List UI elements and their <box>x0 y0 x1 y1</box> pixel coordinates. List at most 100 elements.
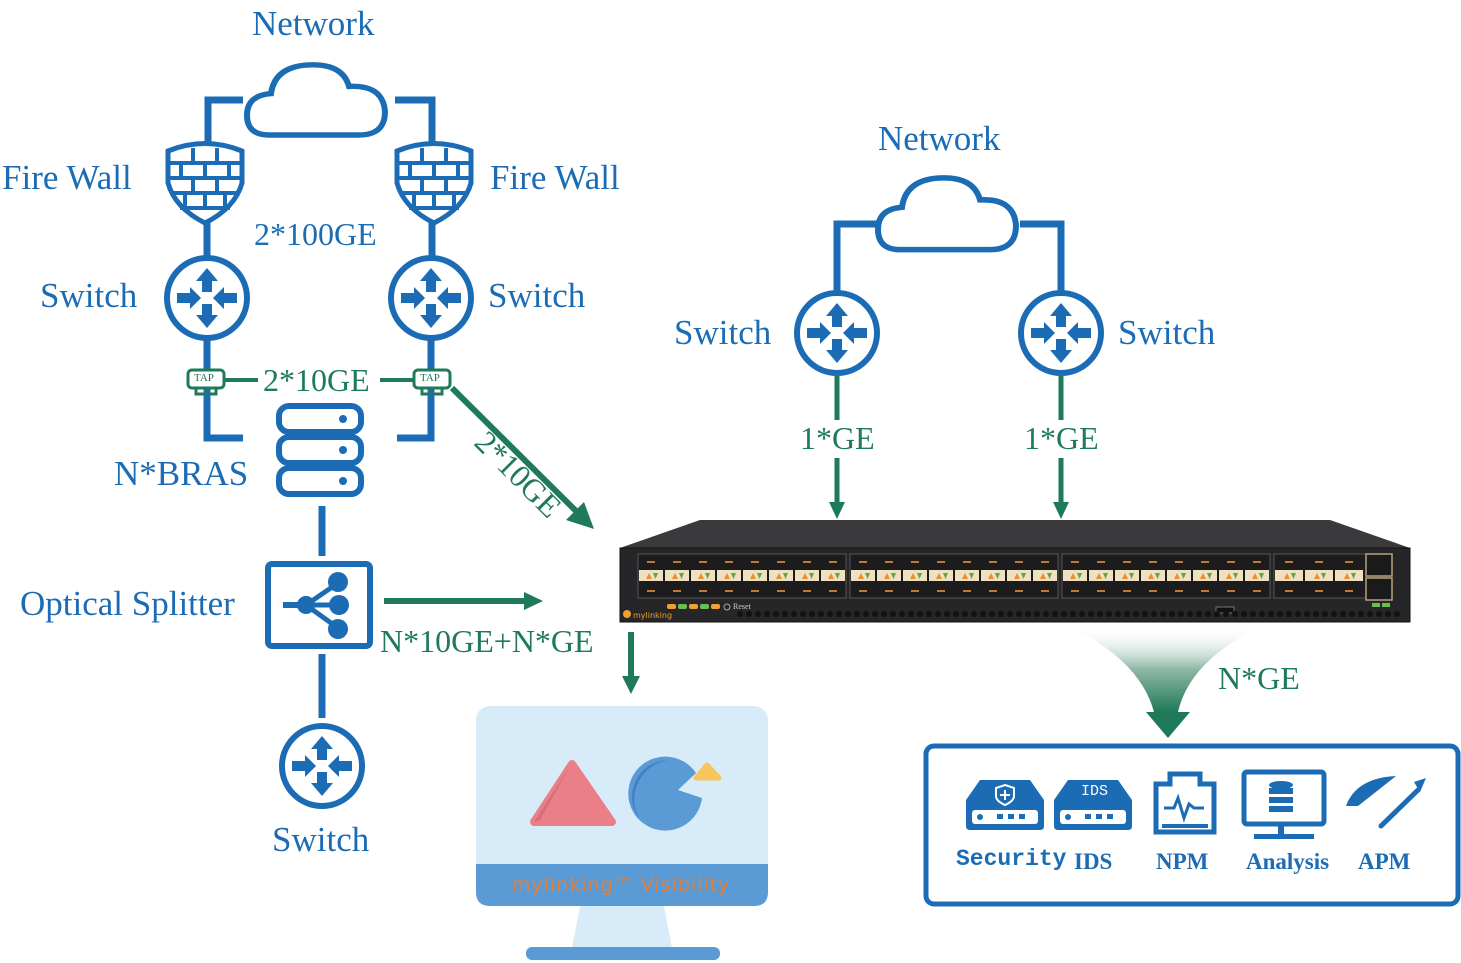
port-tab <box>911 590 919 592</box>
reset-button[interactable]: Reset <box>733 602 751 611</box>
vent-hole <box>854 611 860 617</box>
sfp-port <box>743 570 767 581</box>
port-tab <box>1071 561 1079 563</box>
optical-splitter-icon <box>265 561 373 649</box>
port-tab <box>1201 590 1209 592</box>
status-leds <box>667 603 731 611</box>
port-led-icon <box>936 573 942 579</box>
switch-bottom-icon <box>282 726 362 806</box>
vent-hole <box>863 611 869 617</box>
arrow-switch-right-to-device <box>1053 376 1069 519</box>
vent-hole <box>998 611 1004 617</box>
port-led-icon <box>943 573 948 579</box>
arrow-device-to-monitor <box>622 632 640 694</box>
port-tab <box>829 561 837 563</box>
port-led-icon <box>809 573 814 579</box>
triangle-shape-icon <box>530 760 616 826</box>
port-tab <box>859 561 867 563</box>
vent-hole <box>926 611 932 617</box>
port-led-icon <box>705 573 710 579</box>
right-switch-right-icon <box>1021 293 1101 373</box>
vent-hole <box>1187 611 1193 617</box>
link-cloud-firewall-right <box>395 96 436 150</box>
port-led-icon <box>783 573 788 579</box>
port-led-icon <box>1284 573 1290 579</box>
port-tab <box>1175 590 1183 592</box>
port-led-icon <box>1070 573 1076 579</box>
link-right-ge-label: 1*GE <box>1024 420 1099 456</box>
vent-hole <box>1394 611 1400 617</box>
port-led-icon <box>731 573 736 579</box>
sfp-port <box>717 570 741 581</box>
vent-hole <box>908 611 914 617</box>
sfp-port <box>1089 570 1113 581</box>
port-led-icon <box>1321 573 1326 579</box>
port-led-icon <box>1174 573 1180 579</box>
port-led-icon <box>1226 573 1232 579</box>
firewall-left-label: Fire Wall <box>2 158 132 197</box>
vent-hole <box>755 611 761 617</box>
tool-ids-label: IDS <box>1074 849 1113 874</box>
port-led-icon <box>1129 573 1134 579</box>
vent-hole <box>1088 611 1094 617</box>
port-led-icon <box>1181 573 1186 579</box>
port-tab <box>1175 561 1183 563</box>
vent-hole <box>1205 611 1211 617</box>
port-led-icon <box>1351 573 1356 579</box>
vent-hole <box>1331 611 1337 617</box>
vent-hole <box>1304 611 1310 617</box>
packet-broker-device <box>619 520 1411 623</box>
vent-hole <box>1250 611 1256 617</box>
port-tab <box>859 590 867 592</box>
vent-hole <box>1016 611 1022 617</box>
port-led-icon <box>910 573 916 579</box>
sfp-port <box>1245 570 1269 581</box>
vent-hole <box>782 611 788 617</box>
port-led-icon <box>1233 573 1238 579</box>
vent-hole <box>1007 611 1013 617</box>
link-10ge-label: 2*10GE <box>263 362 370 398</box>
right-switch-right-label: Switch <box>1118 313 1216 352</box>
sfp-port <box>769 570 793 581</box>
port-tab <box>647 561 655 563</box>
vent-hole <box>962 611 968 617</box>
port-led-icon <box>1207 573 1212 579</box>
port-tab <box>885 561 893 563</box>
vent-hole <box>764 611 770 617</box>
vent-hole <box>1169 611 1175 617</box>
switch-left-label: Switch <box>40 276 138 315</box>
vent-hole <box>1178 611 1184 617</box>
port-led-icon <box>750 573 756 579</box>
port-tab <box>1123 561 1131 563</box>
port-led-icon <box>1077 573 1082 579</box>
port-tab <box>885 590 893 592</box>
sfp-port <box>1063 570 1087 581</box>
vent-hole <box>1232 611 1238 617</box>
port-led-icon <box>884 573 890 579</box>
vent-hole <box>1124 611 1130 617</box>
vent-hole <box>773 611 779 617</box>
port-tab <box>725 561 733 563</box>
port-tab <box>1201 561 1209 563</box>
splitter-link-label: N*10GE+N*GE <box>380 623 594 659</box>
right-network-label: Network <box>878 119 1001 158</box>
right-switch-left-label: Switch <box>674 313 772 352</box>
arrow-tap-to-device <box>449 385 594 529</box>
sfp-port <box>665 570 689 581</box>
port-led-icon <box>917 573 922 579</box>
vent-hole <box>809 611 815 617</box>
monitor-brand-text: mylinking™ Visibility <box>512 874 731 896</box>
port-tab <box>829 590 837 592</box>
sfp-port <box>1167 570 1191 581</box>
port-led-icon <box>1047 573 1052 579</box>
port-tab <box>1227 561 1235 563</box>
vent-hole <box>872 611 878 617</box>
port-tab <box>937 561 945 563</box>
tool-analysis-label: Analysis <box>1246 849 1330 874</box>
vent-hole <box>1196 611 1202 617</box>
vent-hole <box>1061 611 1067 617</box>
port-led-icon <box>776 573 782 579</box>
left-network-label: Network <box>252 4 375 43</box>
vent-hole <box>971 611 977 617</box>
port-led-icon <box>724 573 730 579</box>
